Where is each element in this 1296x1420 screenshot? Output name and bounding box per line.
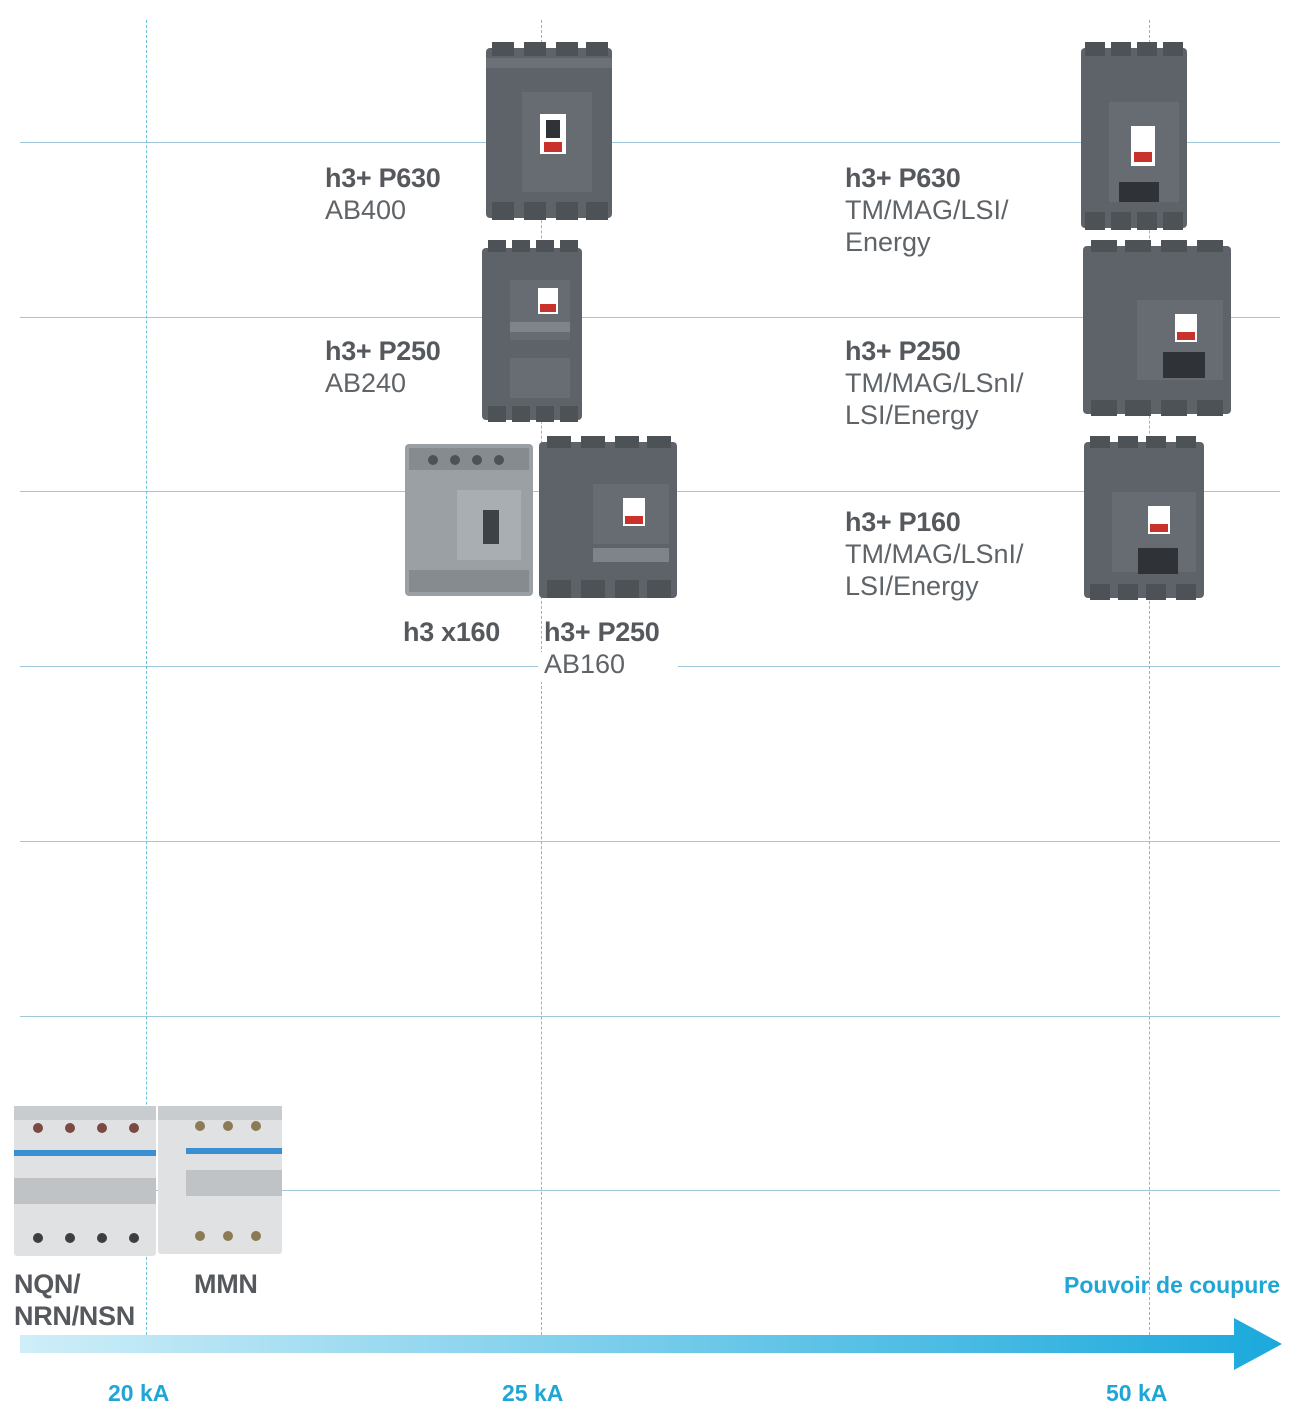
label-p250-ab240: h3+ P250 AB240 [325,335,441,399]
dashed-line-50ka [1149,20,1150,1340]
grid-line-7 [20,1190,1280,1191]
grid-line-5 [20,841,1280,842]
tick-25ka: 25 kA [502,1380,564,1406]
product-sub: TM/MAG/LSnI/ LSI/Energy [845,368,1024,430]
axis-title: Pouvoir de coupure [1064,1272,1280,1298]
label-mask [538,652,678,682]
product-sub: AB400 [325,195,407,225]
product-sub: TM/MAG/LSnI/ LSI/Energy [845,539,1024,601]
breaker-p630-tm-image [1081,42,1187,230]
label-x160: h3 x160 [403,616,500,648]
dashed-line-20ka [146,20,147,1340]
breaker-p630-ab400-image [486,42,612,220]
breaker-p250-ab240-image [482,240,582,422]
breaker-p250-ab160-image [539,436,677,598]
breaker-p160-tm-image [1084,436,1204,600]
product-name: h3+ P250 [544,617,660,647]
product-sub: AB160 [544,649,626,679]
product-name: h3+ P250 [845,336,961,366]
mcb-mmn-image [158,1106,282,1254]
tick-20ka: 20 kA [108,1380,170,1406]
axis-arrow [20,1318,1282,1370]
mcb-nqn-image [14,1106,156,1256]
product-sub: TM/MAG/LSI/ Energy [845,195,1009,257]
product-name: h3+ P630 [845,163,961,193]
breaker-x160-image [405,444,533,596]
breaker-p250-tm-image [1083,240,1231,416]
product-name: h3+ P160 [845,507,961,537]
label-p160-tm: h3+ P160 TM/MAG/LSnI/ LSI/Energy [845,506,1024,602]
label-p250-ab160: h3+ P250 AB160 [544,616,660,680]
grid-line-6 [20,1016,1280,1017]
label-p630-tm: h3+ P630 TM/MAG/LSI/ Energy [845,162,1009,258]
label-nqn: NQN/ NRN/NSN [14,1268,135,1332]
product-name: h3+ P630 [325,163,441,193]
grid-line-2 [20,317,1280,318]
label-p630-ab400: h3+ P630 AB400 [325,162,441,226]
product-name: h3 x160 [403,617,500,647]
product-name: h3+ P250 [325,336,441,366]
product-sub: AB240 [325,368,407,398]
label-p250-tm: h3+ P250 TM/MAG/LSnI/ LSI/Energy [845,335,1024,431]
tick-50ka: 50 kA [1106,1380,1168,1406]
grid-line-1 [20,142,1280,143]
label-mmn: MMN [194,1268,258,1300]
product-name: NQN/ NRN/NSN [14,1269,135,1331]
product-name: MMN [194,1269,258,1299]
